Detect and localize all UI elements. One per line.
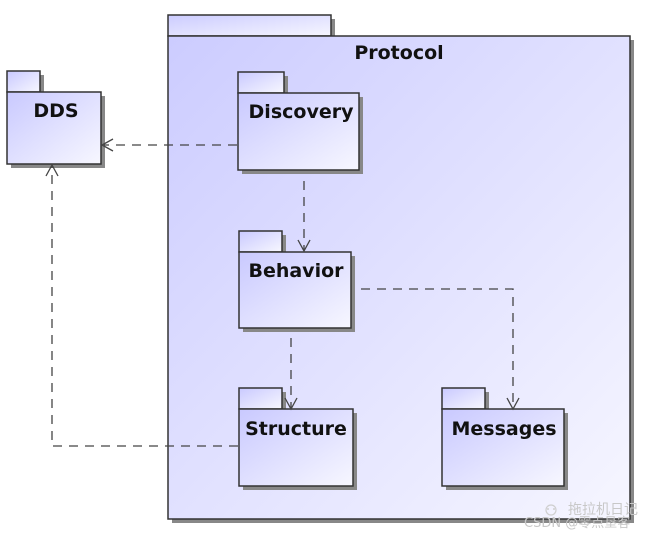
package-tab — [238, 387, 283, 410]
package-tab — [441, 387, 486, 410]
package-tab — [167, 14, 332, 37]
dependency-behavior-to-structure[interactable] — [284, 338, 298, 411]
dependency-structure-to-dds[interactable] — [45, 163, 238, 447]
arrowhead-icon — [506, 397, 520, 411]
package-behavior[interactable]: Behavior — [238, 230, 355, 332]
package-label-protocol: Protocol — [354, 42, 443, 64]
dependency-behavior-to-messages[interactable] — [361, 288, 520, 411]
arrowhead-icon — [100, 138, 114, 152]
package-discovery[interactable]: Discovery — [237, 71, 363, 174]
package-body — [238, 408, 354, 487]
arrowhead-icon — [297, 239, 311, 253]
package-tab — [237, 71, 285, 94]
package-dds[interactable]: DDS — [6, 70, 105, 168]
package-body — [237, 92, 360, 171]
package-label-discovery: Discovery — [249, 101, 355, 123]
package-label-behavior: Behavior — [248, 260, 344, 282]
dependency-line — [51, 166, 238, 447]
dependency-discovery-to-behavior[interactable] — [297, 181, 311, 253]
package-tab — [6, 70, 41, 93]
dependency-discovery-to-dds[interactable] — [100, 138, 237, 152]
package-structure[interactable]: Structure — [238, 387, 357, 490]
package-body — [238, 251, 352, 329]
arrowhead-icon — [284, 397, 298, 411]
watermark-line1: 拖拉机日记 — [568, 502, 638, 518]
arrowhead-icon — [45, 163, 59, 177]
package-label-dds: DDS — [33, 100, 78, 122]
package-label-messages: Messages — [451, 418, 556, 440]
package-tab — [238, 230, 283, 253]
watermark: 拖拉机日记 CSDN @零点垦客 — [524, 502, 638, 531]
wechat-icon — [545, 504, 557, 516]
package-label-structure: Structure — [245, 418, 347, 440]
dependency-line — [361, 288, 514, 408]
package-body — [441, 408, 565, 487]
package-body — [6, 91, 102, 165]
watermark-line2: CSDN @零点垦客 — [524, 515, 630, 531]
package-messages[interactable]: Messages — [441, 387, 568, 490]
